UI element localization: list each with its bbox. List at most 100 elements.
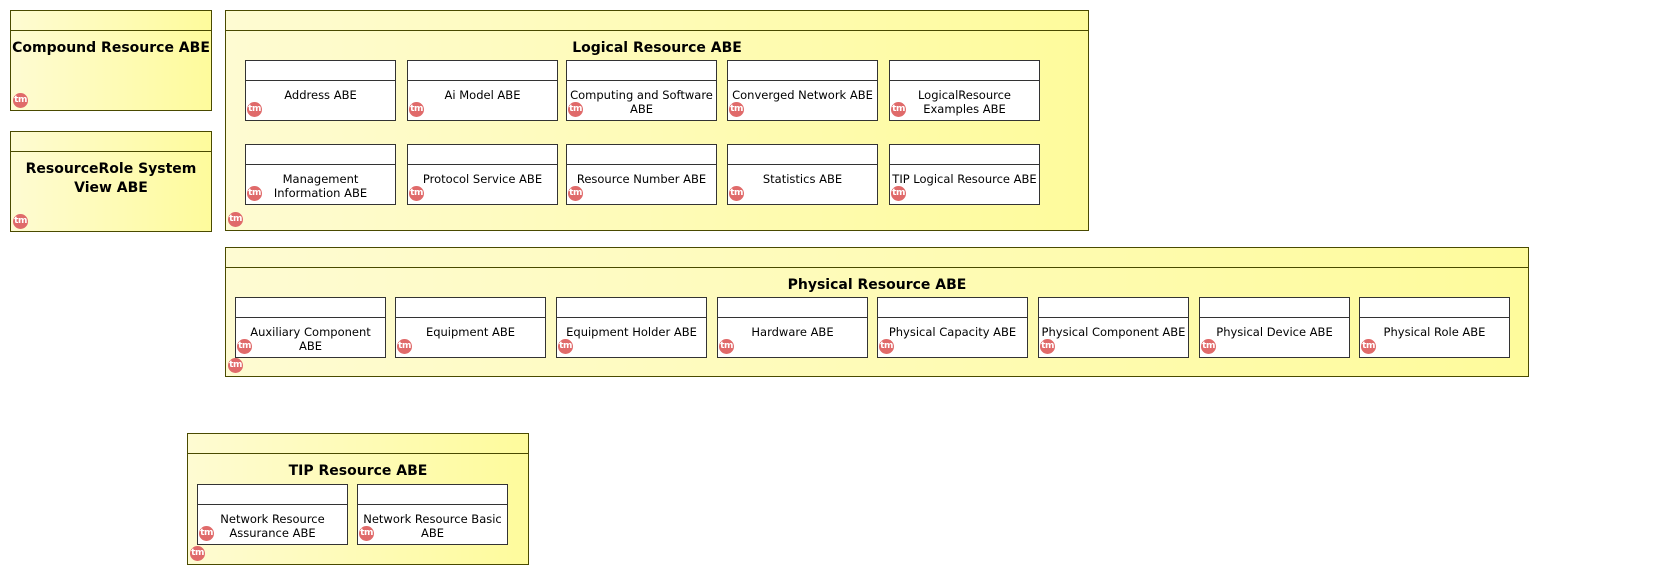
tm-stereotype-icon: tm <box>558 339 573 354</box>
tm-stereotype-icon: tm <box>891 186 906 201</box>
tm-stereotype-icon: tm <box>729 186 744 201</box>
element-label: Physical Device ABE <box>1216 325 1333 339</box>
element-label: Management Information ABE <box>273 172 368 200</box>
package-title: TIP Resource ABE <box>288 463 428 479</box>
element-tab <box>236 298 385 318</box>
element-tab <box>567 145 716 165</box>
element-tab <box>408 61 557 81</box>
element-network-resource-assurance-abe[interactable]: Network Resource Assurance ABE tm <box>197 484 348 545</box>
element-physical-capacity-abe[interactable]: Physical Capacity ABE tm <box>877 297 1028 358</box>
tm-stereotype-icon: tm <box>237 339 252 354</box>
tm-stereotype-icon: tm <box>359 526 374 541</box>
element-computing-software-abe[interactable]: Computing and Software ABE tm <box>566 60 717 121</box>
package-title: ResourceRole System View ABE <box>25 161 197 196</box>
tm-stereotype-icon: tm <box>891 102 906 117</box>
element-label: Physical Role ABE <box>1383 325 1486 339</box>
element-equipment-holder-abe[interactable]: Equipment Holder ABE tm <box>556 297 707 358</box>
element-equipment-abe[interactable]: Equipment ABE tm <box>395 297 546 358</box>
element-ai-model-abe[interactable]: Ai Model ABE tm <box>407 60 558 121</box>
tm-stereotype-icon: tm <box>879 339 894 354</box>
element-management-information-abe[interactable]: Management Information ABE tm <box>245 144 396 205</box>
element-label: Ai Model ABE <box>444 88 521 102</box>
tm-stereotype-icon: tm <box>13 214 28 229</box>
package-tab <box>11 132 211 152</box>
tm-stereotype-icon: tm <box>568 186 583 201</box>
package-tab <box>226 11 1088 31</box>
element-label: TIP Logical Resource ABE <box>892 172 1037 186</box>
element-label: Computing and Software ABE <box>570 88 713 116</box>
element-label: Address ABE <box>284 88 357 102</box>
element-label: Resource Number ABE <box>576 172 707 186</box>
element-tab <box>358 485 507 505</box>
element-network-resource-basic-abe[interactable]: Network Resource Basic ABE tm <box>357 484 508 545</box>
tm-stereotype-icon: tm <box>190 546 205 561</box>
element-tab <box>728 61 877 81</box>
element-tab <box>890 145 1039 165</box>
element-tab <box>246 61 395 81</box>
package-title: Logical Resource ABE <box>572 40 742 56</box>
package-tab <box>188 434 528 454</box>
element-tab <box>728 145 877 165</box>
element-address-abe[interactable]: Address ABE tm <box>245 60 396 121</box>
tm-stereotype-icon: tm <box>409 186 424 201</box>
package-title: Compound Resource ABE <box>12 40 210 56</box>
element-tab <box>890 61 1039 81</box>
element-label: Physical Component ABE <box>1041 325 1186 339</box>
element-tab <box>1200 298 1349 318</box>
element-label: Network Resource Assurance ABE <box>220 512 325 540</box>
element-tab <box>198 485 347 505</box>
tm-stereotype-icon: tm <box>568 102 583 117</box>
package-tab <box>11 11 211 31</box>
tm-stereotype-icon: tm <box>1040 339 1055 354</box>
package-physical-resource[interactable]: Physical Resource ABE tm Auxiliary Compo… <box>225 247 1529 377</box>
element-protocol-service-abe[interactable]: Protocol Service ABE tm <box>407 144 558 205</box>
package-tab <box>226 248 1528 268</box>
element-label: Network Resource Basic ABE <box>363 512 502 540</box>
element-tab <box>878 298 1027 318</box>
element-logicalresource-examples-abe[interactable]: LogicalResource Examples ABE tm <box>889 60 1040 121</box>
element-physical-component-abe[interactable]: Physical Component ABE tm <box>1038 297 1189 358</box>
element-label: Equipment ABE <box>425 325 516 339</box>
element-tab <box>718 298 867 318</box>
element-label: Auxiliary Component ABE <box>250 325 371 353</box>
element-label: Hardware ABE <box>751 325 834 339</box>
element-tab <box>567 61 716 81</box>
element-label: Physical Capacity ABE <box>888 325 1017 339</box>
element-hardware-abe[interactable]: Hardware ABE tm <box>717 297 868 358</box>
tm-stereotype-icon: tm <box>409 102 424 117</box>
tm-stereotype-icon: tm <box>247 186 262 201</box>
element-auxiliary-component-abe[interactable]: Auxiliary Component ABE tm <box>235 297 386 358</box>
element-tab <box>1039 298 1188 318</box>
element-physical-device-abe[interactable]: Physical Device ABE tm <box>1199 297 1350 358</box>
element-tab <box>557 298 706 318</box>
tm-stereotype-icon: tm <box>247 102 262 117</box>
element-label: Protocol Service ABE <box>422 172 543 186</box>
tm-stereotype-icon: tm <box>228 358 243 373</box>
package-title: Physical Resource ABE <box>787 277 967 293</box>
tm-stereotype-icon: tm <box>199 526 214 541</box>
element-tab <box>396 298 545 318</box>
package-logical-resource[interactable]: Logical Resource ABE tm Address ABE tm A… <box>225 10 1089 231</box>
element-physical-role-abe[interactable]: Physical Role ABE tm <box>1359 297 1510 358</box>
tm-stereotype-icon: tm <box>719 339 734 354</box>
element-label: Statistics ABE <box>762 172 843 186</box>
tm-stereotype-icon: tm <box>13 93 28 108</box>
tm-stereotype-icon: tm <box>729 102 744 117</box>
package-tip-resource[interactable]: TIP Resource ABE tm Network Resource Ass… <box>187 433 529 565</box>
package-compound-resource[interactable]: Compound Resource ABE tm <box>10 10 212 111</box>
element-tip-logical-resource-abe[interactable]: TIP Logical Resource ABE tm <box>889 144 1040 205</box>
element-label: LogicalResource Examples ABE <box>917 88 1012 116</box>
package-resourcerole-system-view[interactable]: ResourceRole System View ABE tm <box>10 131 212 232</box>
element-tab <box>246 145 395 165</box>
element-converged-network-abe[interactable]: Converged Network ABE tm <box>727 60 878 121</box>
tm-stereotype-icon: tm <box>397 339 412 354</box>
element-label: Converged Network ABE <box>732 88 873 102</box>
tm-stereotype-icon: tm <box>1201 339 1216 354</box>
element-resource-number-abe[interactable]: Resource Number ABE tm <box>566 144 717 205</box>
element-label: Equipment Holder ABE <box>566 325 697 339</box>
element-tab <box>408 145 557 165</box>
tm-stereotype-icon: tm <box>228 212 243 227</box>
element-statistics-abe[interactable]: Statistics ABE tm <box>727 144 878 205</box>
element-tab <box>1360 298 1509 318</box>
tm-stereotype-icon: tm <box>1361 339 1376 354</box>
